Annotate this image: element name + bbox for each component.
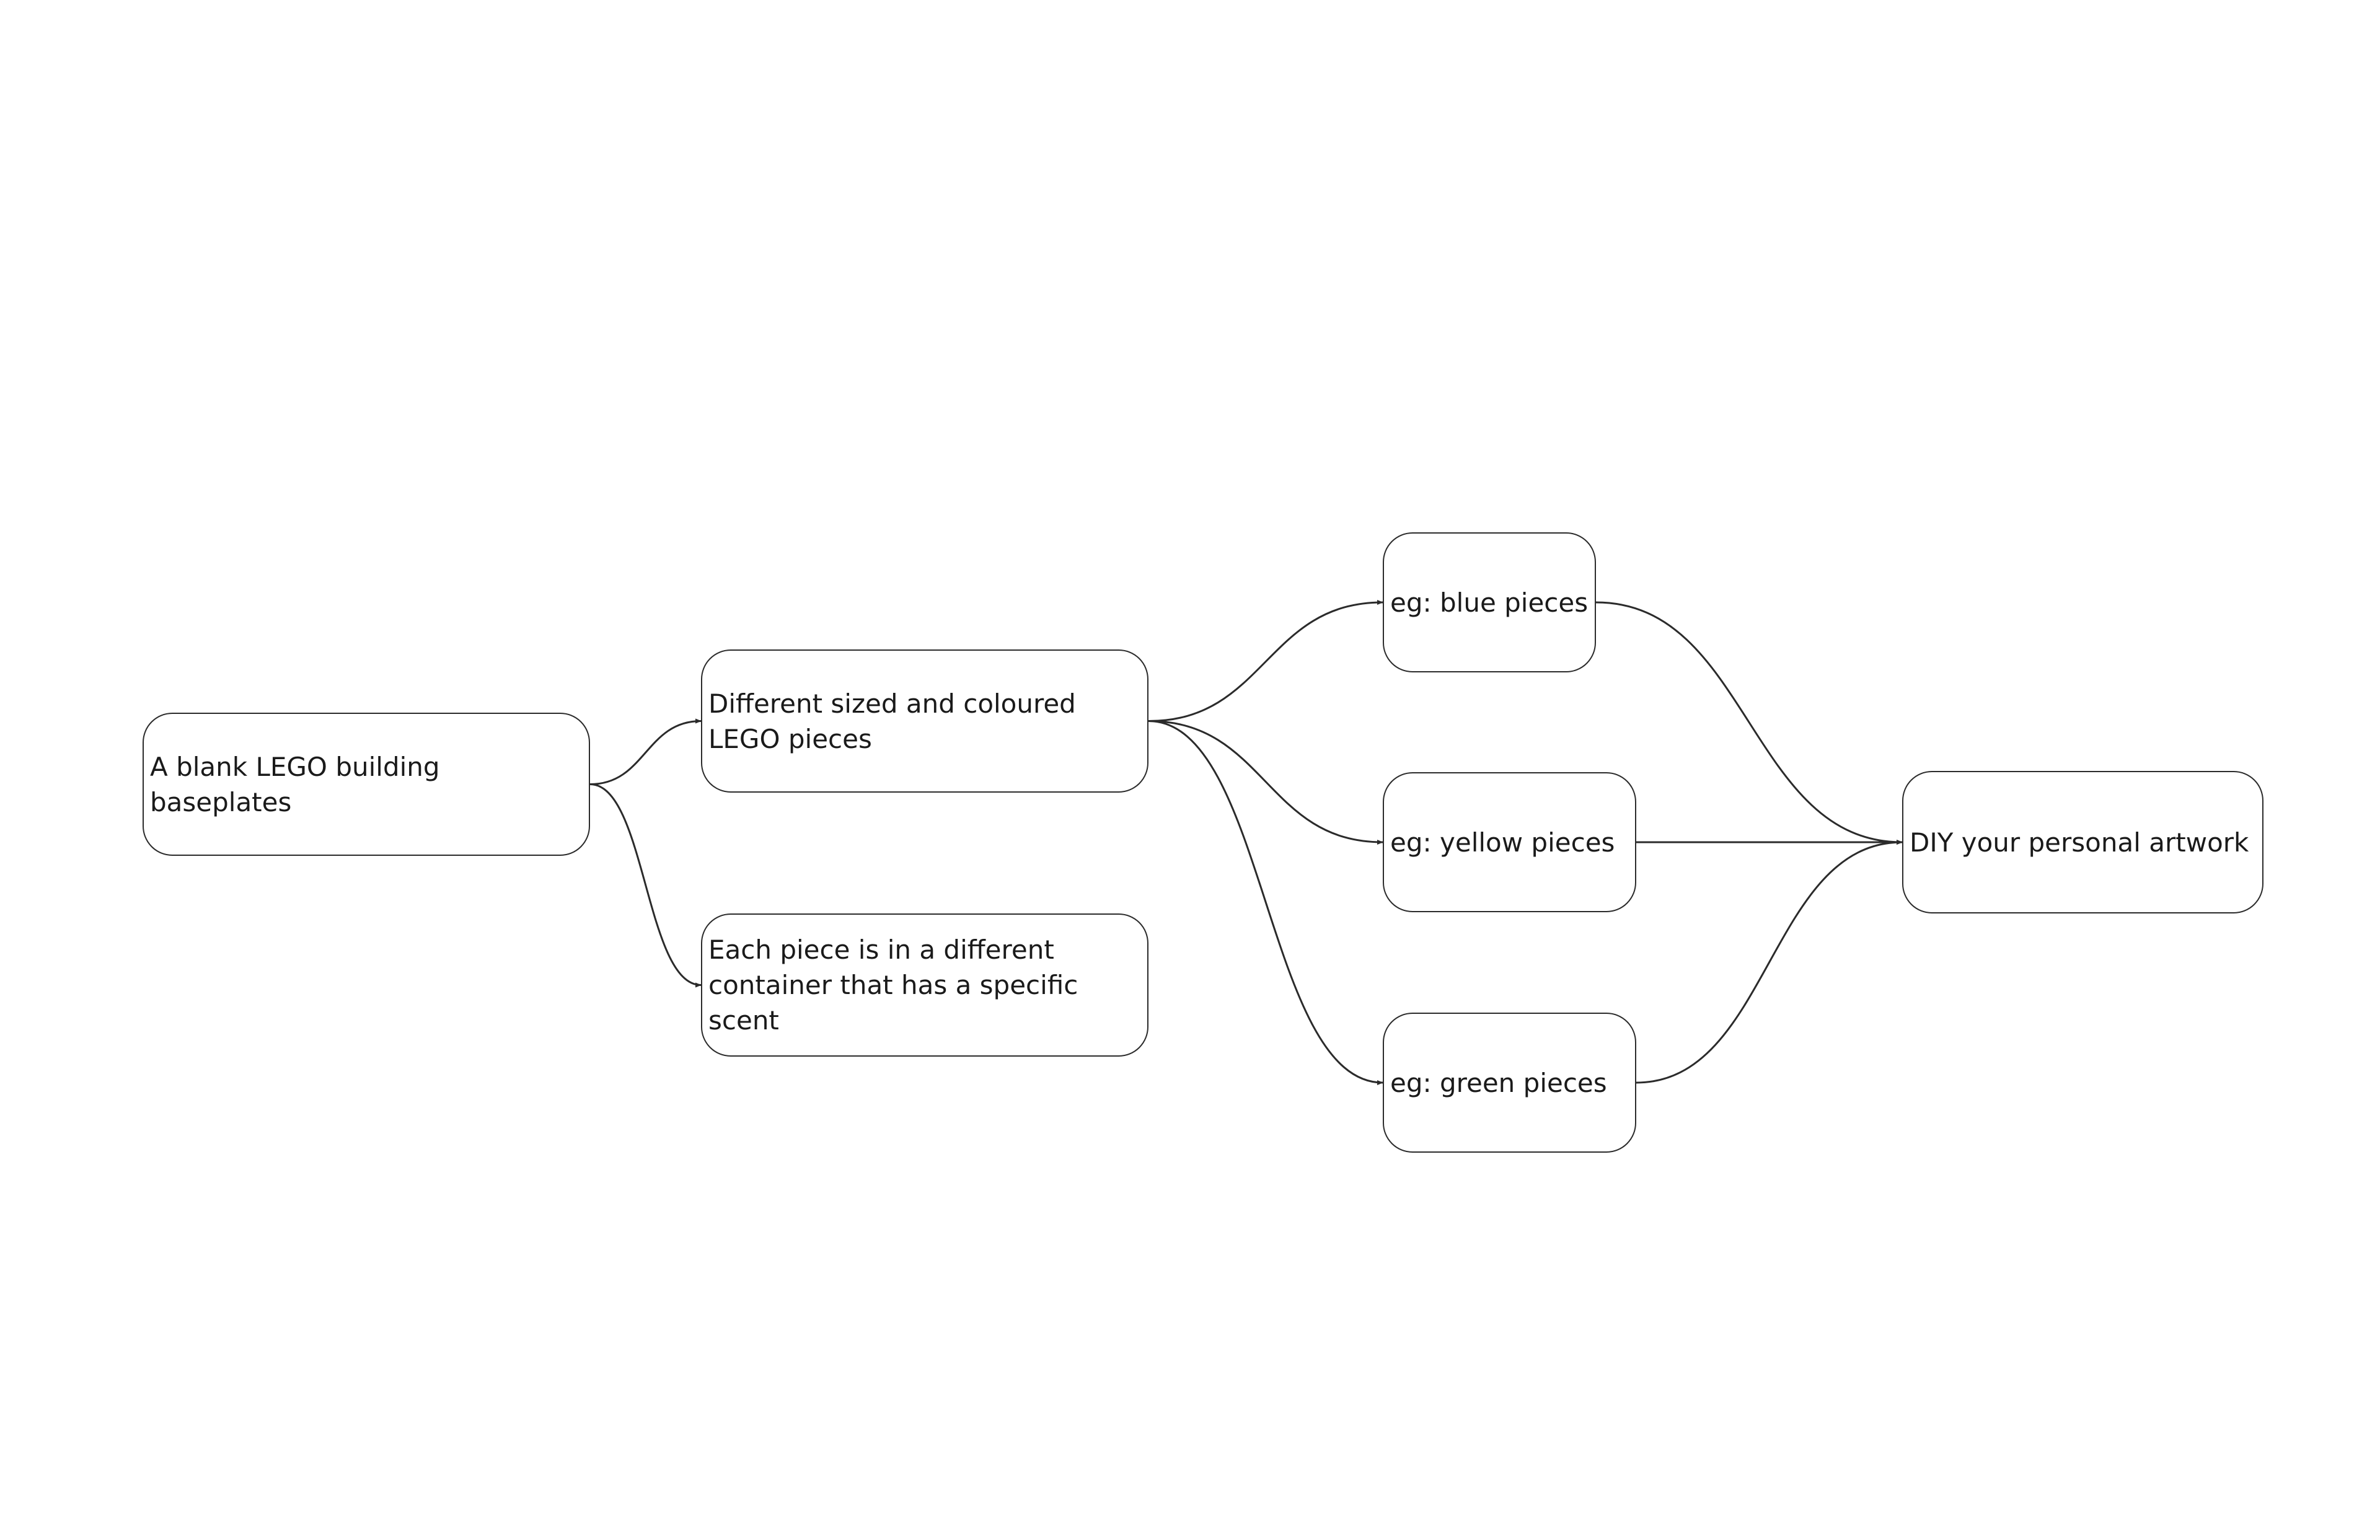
node-green-pieces[interactable]: eg: green pieces [1383,1013,1636,1153]
node-diy-artwork-label: DIY your personal artwork [1910,827,2249,858]
node-scent-container-label: Each piece is in a different container t… [708,935,1078,1036]
node-lego-pieces-label: Different sized and coloured LEGO pieces [708,688,1076,754]
edge-group [589,600,1903,1085]
edge-green-to-artwork [1636,840,1903,1084]
node-yellow-pieces[interactable]: eg: yellow pieces [1383,772,1636,912]
node-blue-pieces[interactable]: eg: blue pieces [1383,532,1596,672]
edge-pieces-to-green [1148,720,1383,1085]
node-blue-pieces-label: eg: blue pieces [1390,587,1589,618]
node-green-pieces-label: eg: green pieces [1390,1067,1607,1098]
edge-baseplate-to-scent [589,783,702,988]
edge-pieces-to-yellow [1148,720,1383,845]
node-scent-container[interactable]: Each piece is in a different container t… [701,913,1148,1057]
node-yellow-pieces-label: eg: yellow pieces [1390,827,1615,858]
edge-blue-to-artwork [1595,601,1903,845]
edge-pieces-to-blue [1148,600,1383,722]
node-baseplate[interactable]: A blank LEGO building baseplates [143,713,590,856]
node-lego-pieces[interactable]: Different sized and coloured LEGO pieces [701,649,1148,793]
node-baseplate-label: A blank LEGO building baseplates [150,751,440,817]
node-diy-artwork[interactable]: DIY your personal artwork [1902,771,2263,913]
edge-baseplate-to-pieces [589,718,702,785]
